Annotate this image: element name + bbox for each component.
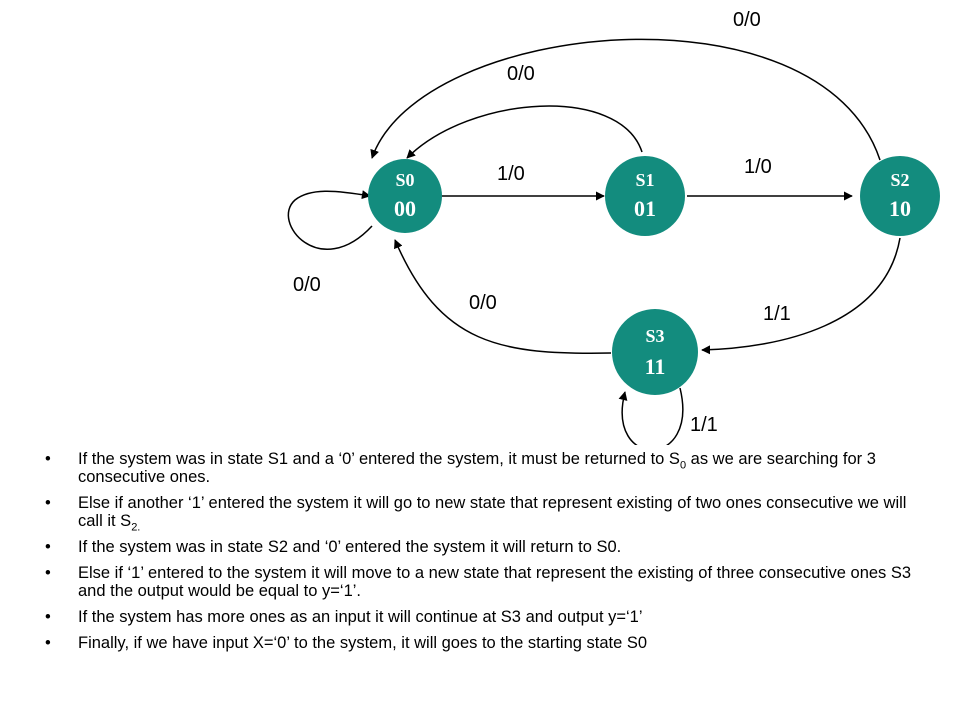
label-s0-self: 0/0 — [293, 274, 321, 296]
note-subscript: 2. — [131, 521, 141, 534]
edge-s1-s0 — [406, 105, 643, 159]
note-text: Finally, if we have input X=‘0’ to the s… — [78, 634, 648, 652]
state-s3: S3 11 — [612, 309, 698, 395]
bullet-icon: • — [45, 634, 51, 652]
label-s3-self: 1/1 — [690, 414, 718, 436]
state-s0: S0 00 — [368, 159, 442, 233]
label-s3-s0: 0/0 — [469, 292, 497, 314]
bullet-icon: • — [45, 538, 51, 556]
note-item: • If the system has more ones as an input… — [40, 608, 920, 626]
note-text: If the system has more ones as an input … — [78, 608, 643, 626]
label-s2-s3: 1/1 — [763, 303, 791, 325]
state-s2-code: 10 — [889, 196, 911, 221]
edge-s3-s0 — [394, 239, 612, 354]
edge-s3-self — [618, 387, 684, 445]
label-s1-s2: 1/0 — [744, 156, 772, 178]
explanation-list: • If the system was in state S1 and a ‘0’… — [40, 450, 920, 660]
note-item: • Else if another ‘1’ entered the system … — [40, 494, 920, 534]
bullet-icon: • — [45, 608, 51, 626]
note-text: Else if another ‘1’ entered the system i… — [78, 494, 907, 530]
edge-s2-s3 — [701, 237, 901, 355]
bullet-icon: • — [45, 564, 51, 582]
state-s1-name: S1 — [635, 170, 654, 190]
bullet-icon: • — [45, 450, 51, 468]
edge-s2-s0 — [370, 38, 881, 161]
state-s2: S2 10 — [860, 156, 940, 236]
note-item: • Else if ‘1’ entered to the system it wi… — [40, 564, 920, 600]
state-s0-code: 00 — [394, 196, 416, 221]
state-s1-code: 01 — [634, 196, 656, 221]
state-s1: S1 01 — [605, 156, 685, 236]
label-s0-s1: 1/0 — [497, 163, 525, 185]
note-item: • Finally, if we have input X=‘0’ to the … — [40, 634, 920, 652]
state-s3-name: S3 — [645, 326, 664, 346]
state-s0-name: S0 — [395, 170, 414, 190]
edge-s0-self — [287, 190, 373, 250]
note-item: • If the system was in state S1 and a ‘0’… — [40, 450, 920, 486]
state-s3-code: 11 — [645, 354, 666, 379]
note-text: If the system was in state S2 and ‘0’ en… — [78, 538, 622, 556]
note-item: • If the system was in state S2 and ‘0’ e… — [40, 538, 920, 556]
note-text: Else if ‘1’ entered to the system it wil… — [78, 564, 912, 600]
label-s2-s0: 0/0 — [733, 9, 761, 31]
state-s2-name: S2 — [890, 170, 909, 190]
label-s1-s0: 0/0 — [507, 63, 535, 85]
note-text-tail: as we are searching for 3 consecutive on… — [78, 450, 876, 486]
note-subscript: 0 — [679, 459, 687, 472]
note-text: If the system was in state S1 and a ‘0’ … — [78, 450, 680, 468]
bullet-icon: • — [45, 494, 51, 512]
state-diagram: 0/0 1/0 0/0 1/0 0/0 1/1 0/0 1/1 S0 00 S1… — [287, 9, 940, 445]
